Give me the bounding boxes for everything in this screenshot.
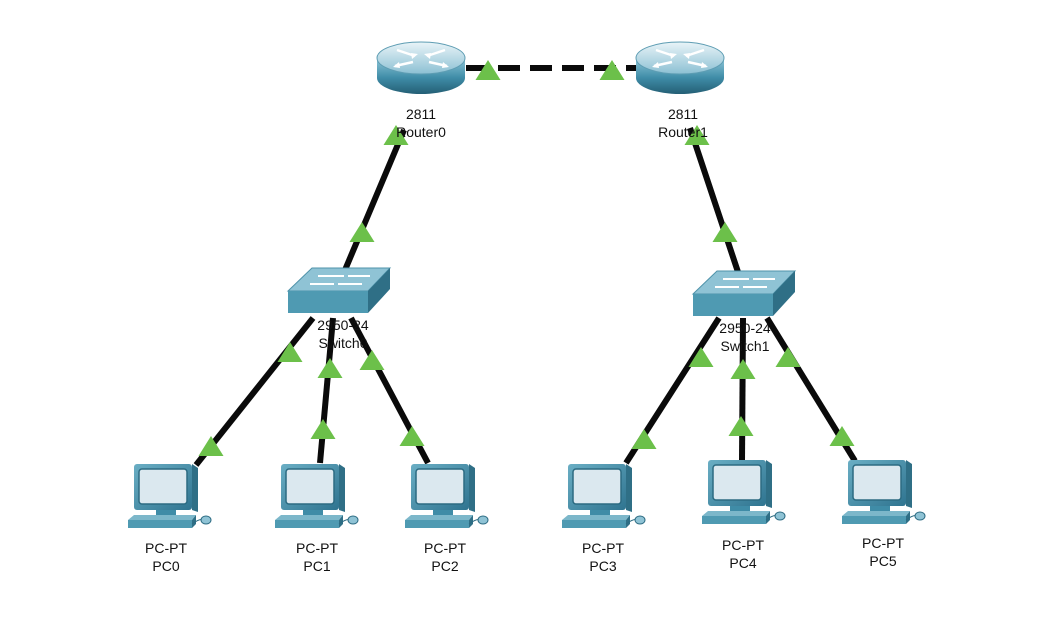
pc2-model-label: PC-PT [424,540,466,556]
switch-switch1-icon[interactable] [691,270,797,316]
switch0-model-label: 2950-24 [317,317,369,333]
router0-name-label: Router0 [396,124,446,140]
link-status-up-icon [383,125,409,145]
pc5-model-label: PC-PT [862,535,904,551]
link-status-up-icon [712,222,738,242]
pc4-name-label: PC4 [729,555,756,571]
pc3-model-label: PC-PT [582,540,624,556]
switch0-name-label: Switch0 [318,335,367,351]
switch1-name-label: Switch1 [720,338,769,354]
switch1-model-label: 2950-24 [719,320,771,336]
pc-pc4-icon[interactable] [702,460,786,524]
link-status-up-icon [359,350,385,370]
pc1-name-label: PC1 [303,558,330,574]
link-switch1-pc4[interactable] [739,317,746,462]
link-router0-switch0[interactable] [342,128,407,272]
link-switch0-pc0[interactable] [193,316,316,467]
pc1-model-label: PC-PT [296,540,338,556]
pc3-name-label: PC3 [589,558,616,574]
link-status-up-icon [349,222,375,242]
pc0-name-label: PC0 [152,558,179,574]
pc-pc0-icon[interactable] [128,464,212,528]
pc-pc3-icon[interactable] [562,464,646,528]
link-status-up-icon [829,426,855,446]
link-status-up-icon [684,125,710,145]
link-status-up-icon [310,419,336,439]
link-status-up-icon [317,358,343,378]
pc2-name-label: PC2 [431,558,458,574]
link-status-up-icon [631,429,657,449]
link-status-up-icon [198,436,224,456]
pc4-model-label: PC-PT [722,537,764,553]
link-status-up-icon [728,416,754,436]
link-router1-switch1[interactable] [687,127,741,273]
router-router0-icon[interactable] [376,41,466,94]
link-status-up-icon [399,426,425,446]
switch-switch0-icon[interactable] [286,267,392,313]
pc-pc1-icon[interactable] [275,464,359,528]
router1-name-label: Router1 [658,124,708,140]
link-status-up-icon [475,60,501,80]
link-status-up-icon [775,347,801,367]
link-status-up-icon [599,60,625,80]
link-status-up-icon [277,342,303,362]
router1-model-label: 2811 [668,106,698,122]
router-router1-icon[interactable] [635,41,725,94]
pc-pc5-icon[interactable] [842,460,926,524]
pc5-name-label: PC5 [869,553,896,569]
pc0-model-label: PC-PT [145,540,187,556]
link-status-up-icon [688,347,714,367]
pc-pc2-icon[interactable] [405,464,489,528]
router0-model-label: 2811 [406,106,436,122]
link-status-up-icon [730,359,756,379]
